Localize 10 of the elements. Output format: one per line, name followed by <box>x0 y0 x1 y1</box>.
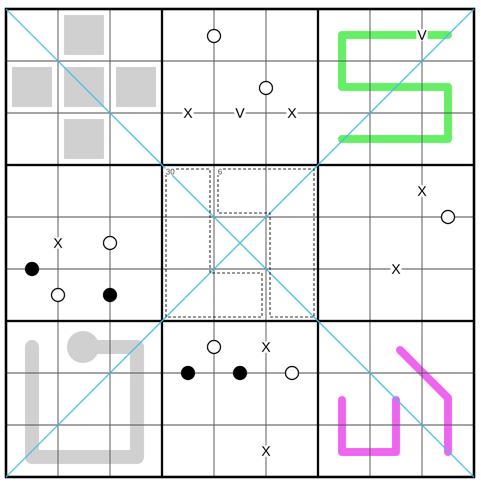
clue-letter: X <box>260 341 272 353</box>
clue-letter: X <box>286 107 298 119</box>
killer-cage: 6 <box>217 168 314 318</box>
clue-letter: V <box>234 107 246 119</box>
clue-letter: X <box>390 263 402 275</box>
clue-letter: X <box>260 445 272 457</box>
clue-letter: V <box>416 29 428 41</box>
clue-letter: X <box>182 107 194 119</box>
clue-letter: X <box>416 185 428 197</box>
clue-letter: X <box>52 237 64 249</box>
